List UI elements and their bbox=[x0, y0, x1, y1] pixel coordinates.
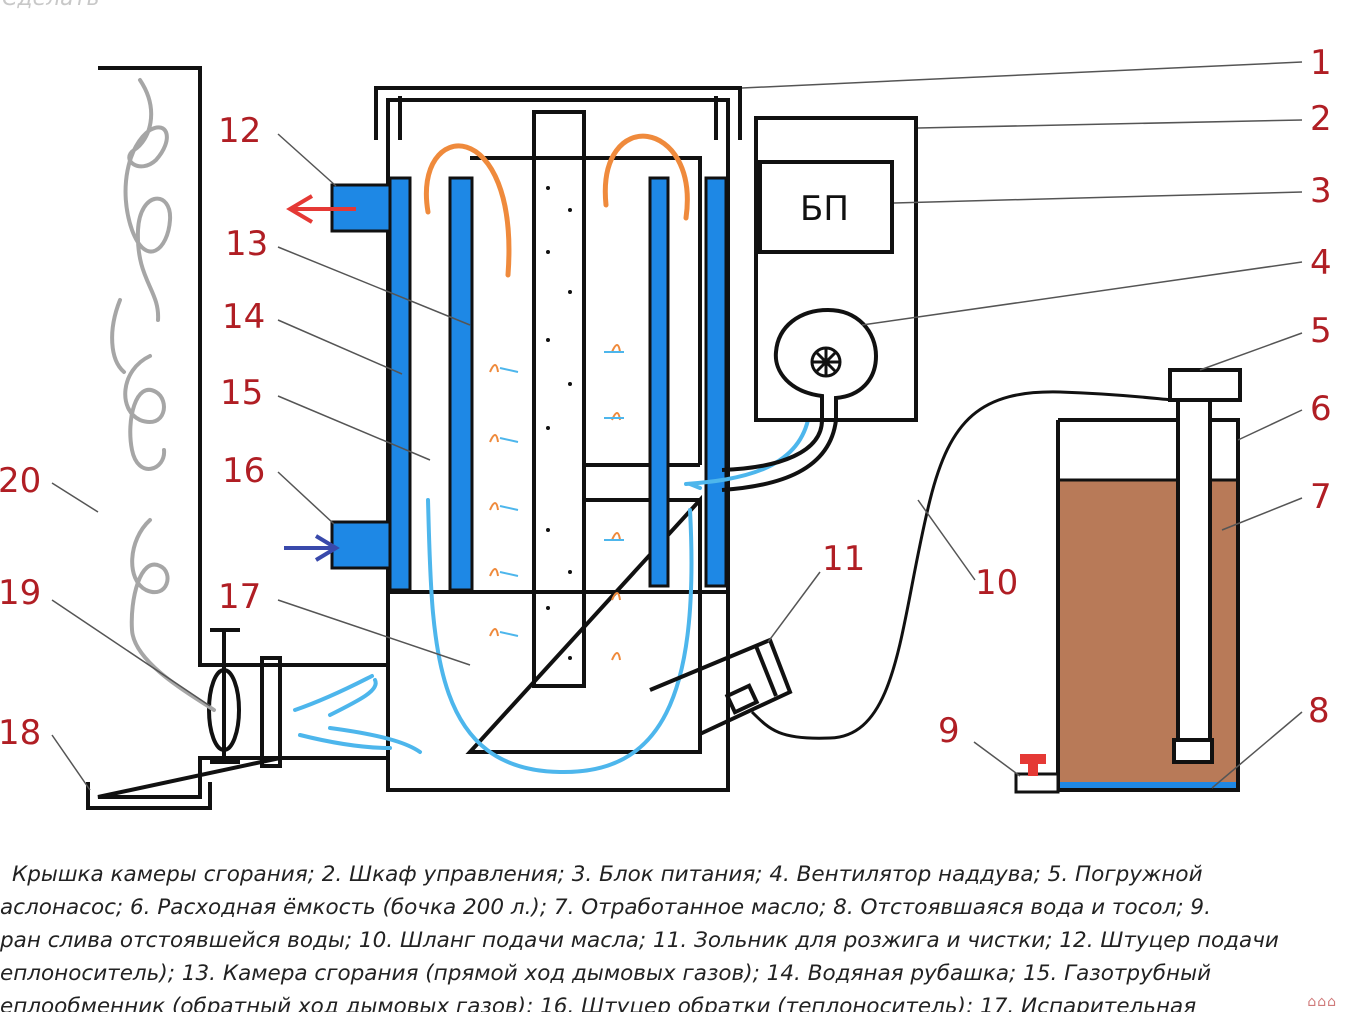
callout-7: 7 bbox=[1310, 477, 1332, 517]
flue-pipe bbox=[280, 663, 388, 760]
outlet-arrow bbox=[286, 194, 356, 224]
submersible-pump bbox=[1168, 368, 1242, 764]
air-marks bbox=[499, 351, 624, 637]
hot-gas-flow bbox=[423, 133, 690, 278]
callout-14: 14 bbox=[222, 297, 265, 337]
drain-valve bbox=[1014, 754, 1060, 794]
callout-13: 13 bbox=[225, 224, 268, 264]
chimney-base bbox=[86, 782, 212, 810]
callout-5: 5 bbox=[1310, 311, 1332, 351]
boiler-diagram: БП bbox=[0, 43, 1332, 810]
callout-15: 15 bbox=[220, 373, 263, 413]
settled-water bbox=[1060, 782, 1236, 790]
callout-10: 10 bbox=[975, 563, 1018, 603]
callout-4: 4 bbox=[1310, 243, 1332, 283]
callout-6: 6 bbox=[1310, 389, 1332, 429]
legend-line-5: еплообменник (обратный ход дымовых газов… bbox=[0, 994, 1197, 1012]
callout-3: 3 bbox=[1310, 171, 1332, 211]
legend-line-4: еплоноситель); 13. Камера сгорания (прям… bbox=[0, 961, 1212, 986]
legend: Крышка камеры сгорания; 2. Шкаф управлен… bbox=[0, 858, 1345, 1012]
callout-2: 2 bbox=[1310, 99, 1332, 139]
legend-line-2: аслонасос; 6. Расходная ёмкость (бочка 2… bbox=[0, 895, 1211, 920]
blower-fan bbox=[721, 307, 879, 492]
flame-marks bbox=[489, 344, 621, 661]
callout-8: 8 bbox=[1308, 691, 1330, 731]
callout-1: 1 bbox=[1310, 43, 1332, 83]
ash-pit bbox=[649, 390, 1173, 740]
legend-line-1: Крышка камеры сгорания; 2. Шкаф управлен… bbox=[12, 862, 1203, 887]
combustion-tube-holes bbox=[546, 186, 572, 660]
oil-tank bbox=[1056, 418, 1240, 792]
callout-18: 18 bbox=[0, 713, 41, 753]
chimney bbox=[97, 66, 281, 799]
site-logo-icon: ⌂⌂⌂ bbox=[1307, 994, 1337, 1010]
return-arrow bbox=[284, 534, 340, 562]
water-jacket bbox=[330, 176, 728, 592]
damper-disk bbox=[207, 668, 241, 752]
callout-20: 20 bbox=[0, 461, 41, 501]
exchanger-inner-shelf bbox=[582, 463, 700, 502]
leader-lines bbox=[51, 61, 1303, 791]
return-fitting bbox=[330, 520, 392, 570]
air-flow bbox=[293, 418, 810, 775]
legend-line-3: ран слива отстоявшейся воды; 10. Шланг п… bbox=[0, 928, 1279, 953]
damper-flange bbox=[260, 656, 282, 768]
callout-9: 9 bbox=[938, 711, 960, 751]
power-supply-block bbox=[758, 160, 894, 254]
power-supply-label: БП bbox=[800, 189, 849, 229]
callout-11: 11 bbox=[822, 539, 865, 579]
callout-19: 19 bbox=[0, 573, 41, 613]
callout-12: 12 bbox=[218, 111, 261, 151]
callout-17: 17 bbox=[218, 577, 261, 617]
combustion-tube bbox=[532, 110, 586, 688]
boiler-body bbox=[386, 98, 730, 792]
callout-16: 16 bbox=[222, 451, 265, 491]
watermark-text: Сделать bbox=[2, 0, 99, 11]
fan-impeller-icon bbox=[810, 346, 842, 378]
chamber-lid bbox=[374, 86, 742, 140]
callout-labels: 1 2 3 4 5 6 7 8 9 10 11 12 13 14 15 16 1… bbox=[0, 43, 1332, 753]
